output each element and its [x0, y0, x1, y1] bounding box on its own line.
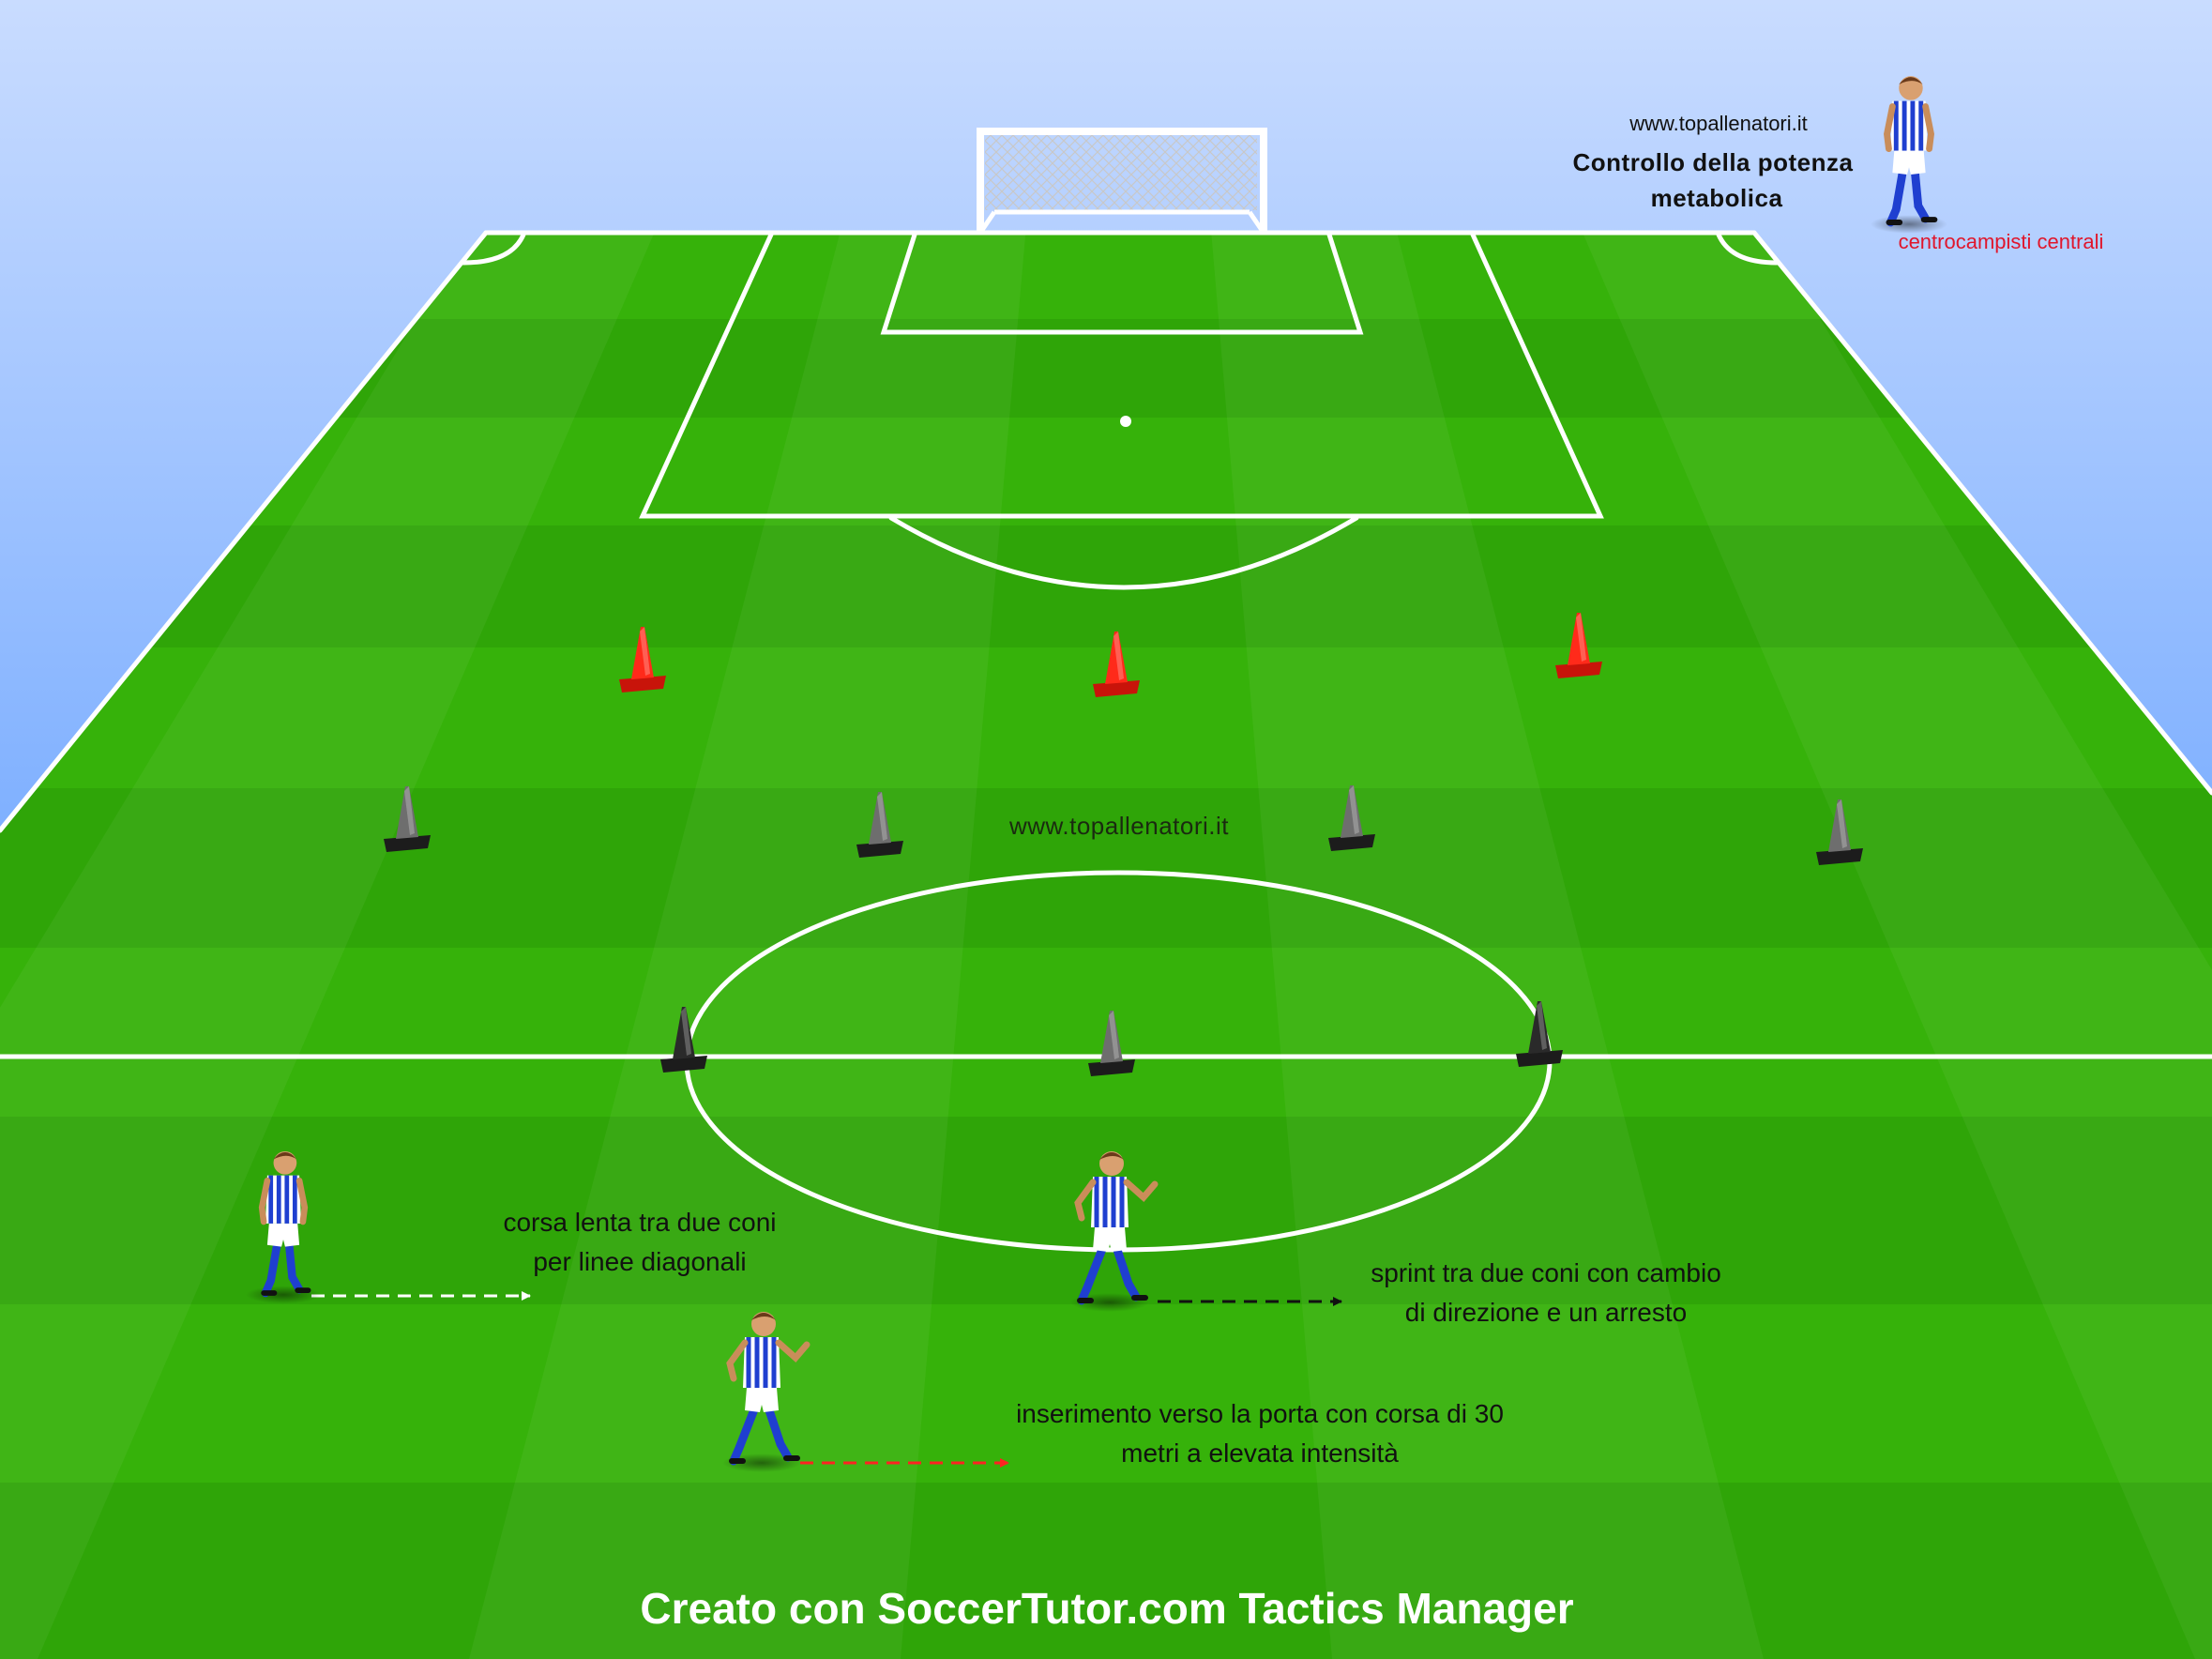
touchline-left	[0, 230, 489, 833]
grass-stripe	[0, 233, 1120, 1659]
penalty-spot	[1120, 416, 1131, 427]
grass-stripe	[469, 233, 1120, 1659]
player-icon	[1870, 76, 1948, 234]
player-icon	[1070, 1151, 1159, 1312]
legend-player-label: centrocampisti centrali	[1899, 230, 2104, 253]
penalty-box	[639, 232, 1604, 519]
insert-label-line1: inserimento verso la porta con corsa di …	[1016, 1399, 1504, 1428]
player-icon	[246, 1150, 321, 1304]
player-icon	[722, 1312, 811, 1472]
penalty-arc	[888, 515, 1359, 590]
grass-stripe	[1120, 233, 2212, 1659]
cones	[384, 613, 1863, 1076]
movement-arrows	[311, 1291, 1342, 1468]
cone-icon	[1328, 785, 1375, 851]
cone-icon	[619, 627, 666, 693]
touchline-right	[1751, 230, 2212, 796]
cone-icon	[1555, 613, 1602, 678]
goal-area	[880, 232, 1364, 335]
page-title-line1: Controllo della potenza	[1573, 148, 1854, 176]
grass-band	[0, 1483, 2212, 1659]
cone-icon	[1816, 799, 1863, 865]
corner-arc-left	[461, 232, 526, 266]
footer-credit: Creato con SoccerTutor.com Tactics Manag…	[640, 1584, 1573, 1633]
cone-icon	[1093, 632, 1140, 697]
cone-icon	[856, 792, 903, 858]
page-title-line2: metabolica	[1651, 184, 1783, 212]
cone-icon	[1088, 1011, 1135, 1076]
cone-icon	[384, 786, 431, 852]
site-url: www.topallenatori.it	[1629, 112, 1808, 135]
cone-icon	[1516, 1001, 1563, 1067]
sprint-label-line2: di direzione e un arresto	[1405, 1298, 1687, 1327]
insert-label-line2: metri a elevata intensità	[1121, 1438, 1399, 1468]
slow-run-label-line1: corsa lenta tra due coni	[503, 1208, 776, 1237]
goal-icon	[977, 128, 1267, 235]
cone-icon	[660, 1007, 707, 1073]
sprint-label-line1: sprint tra due coni con cambio	[1371, 1258, 1721, 1287]
players	[246, 76, 1948, 1472]
slow-run-label-line2: per linee diagonali	[533, 1247, 746, 1276]
corner-arc-right	[1716, 232, 1780, 266]
grass-stripe	[1120, 233, 1764, 1659]
field-watermark: www.topallenatori.it	[1008, 812, 1229, 840]
